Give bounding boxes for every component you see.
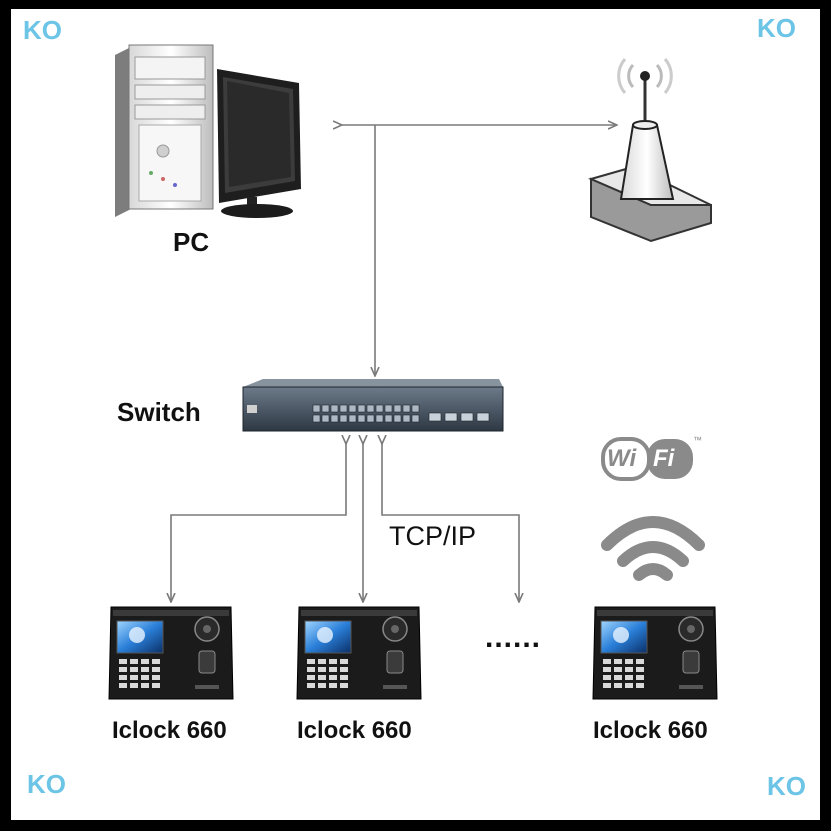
watermark-top-right: KO xyxy=(757,13,796,43)
wifi-logo-tm: ™ xyxy=(693,435,702,445)
network-switch-icon xyxy=(242,379,504,432)
watermark-bottom-left: KO xyxy=(27,769,66,799)
device-label-1: Iclock 660 xyxy=(112,717,227,744)
device-label-3: Iclock 660 xyxy=(593,717,708,744)
protocol-label: TCP/IP xyxy=(389,521,477,551)
wifi-logo-icon xyxy=(601,437,693,481)
time-clock-device-icon xyxy=(108,606,234,700)
monitor-icon xyxy=(217,69,301,218)
wifi-signal-icon xyxy=(601,516,705,581)
pc-tower-icon xyxy=(115,44,214,217)
time-clock-device-icon xyxy=(296,606,422,700)
connection-lines xyxy=(171,125,616,601)
device-label-2: Iclock 660 xyxy=(297,717,412,744)
ellipsis-label: ...... xyxy=(485,621,542,654)
watermark-top-left: KO xyxy=(23,15,62,45)
watermark-bottom-right: KO xyxy=(767,771,806,801)
switch-label: Switch xyxy=(117,397,201,427)
diagram-canvas: KO KO KO KO PC Switch TCP/IP ...... Iclo… xyxy=(11,9,820,820)
switch-device1-link xyxy=(171,443,346,601)
switch-more-link xyxy=(382,443,519,601)
time-clock-device-icon xyxy=(592,606,718,700)
wifi-logo-text-left: Wi xyxy=(607,445,637,472)
wifi-logo-text-right: Fi xyxy=(653,445,675,472)
router-icon xyxy=(588,58,712,243)
pc-label: PC xyxy=(173,227,210,257)
network-diagram xyxy=(108,44,718,700)
